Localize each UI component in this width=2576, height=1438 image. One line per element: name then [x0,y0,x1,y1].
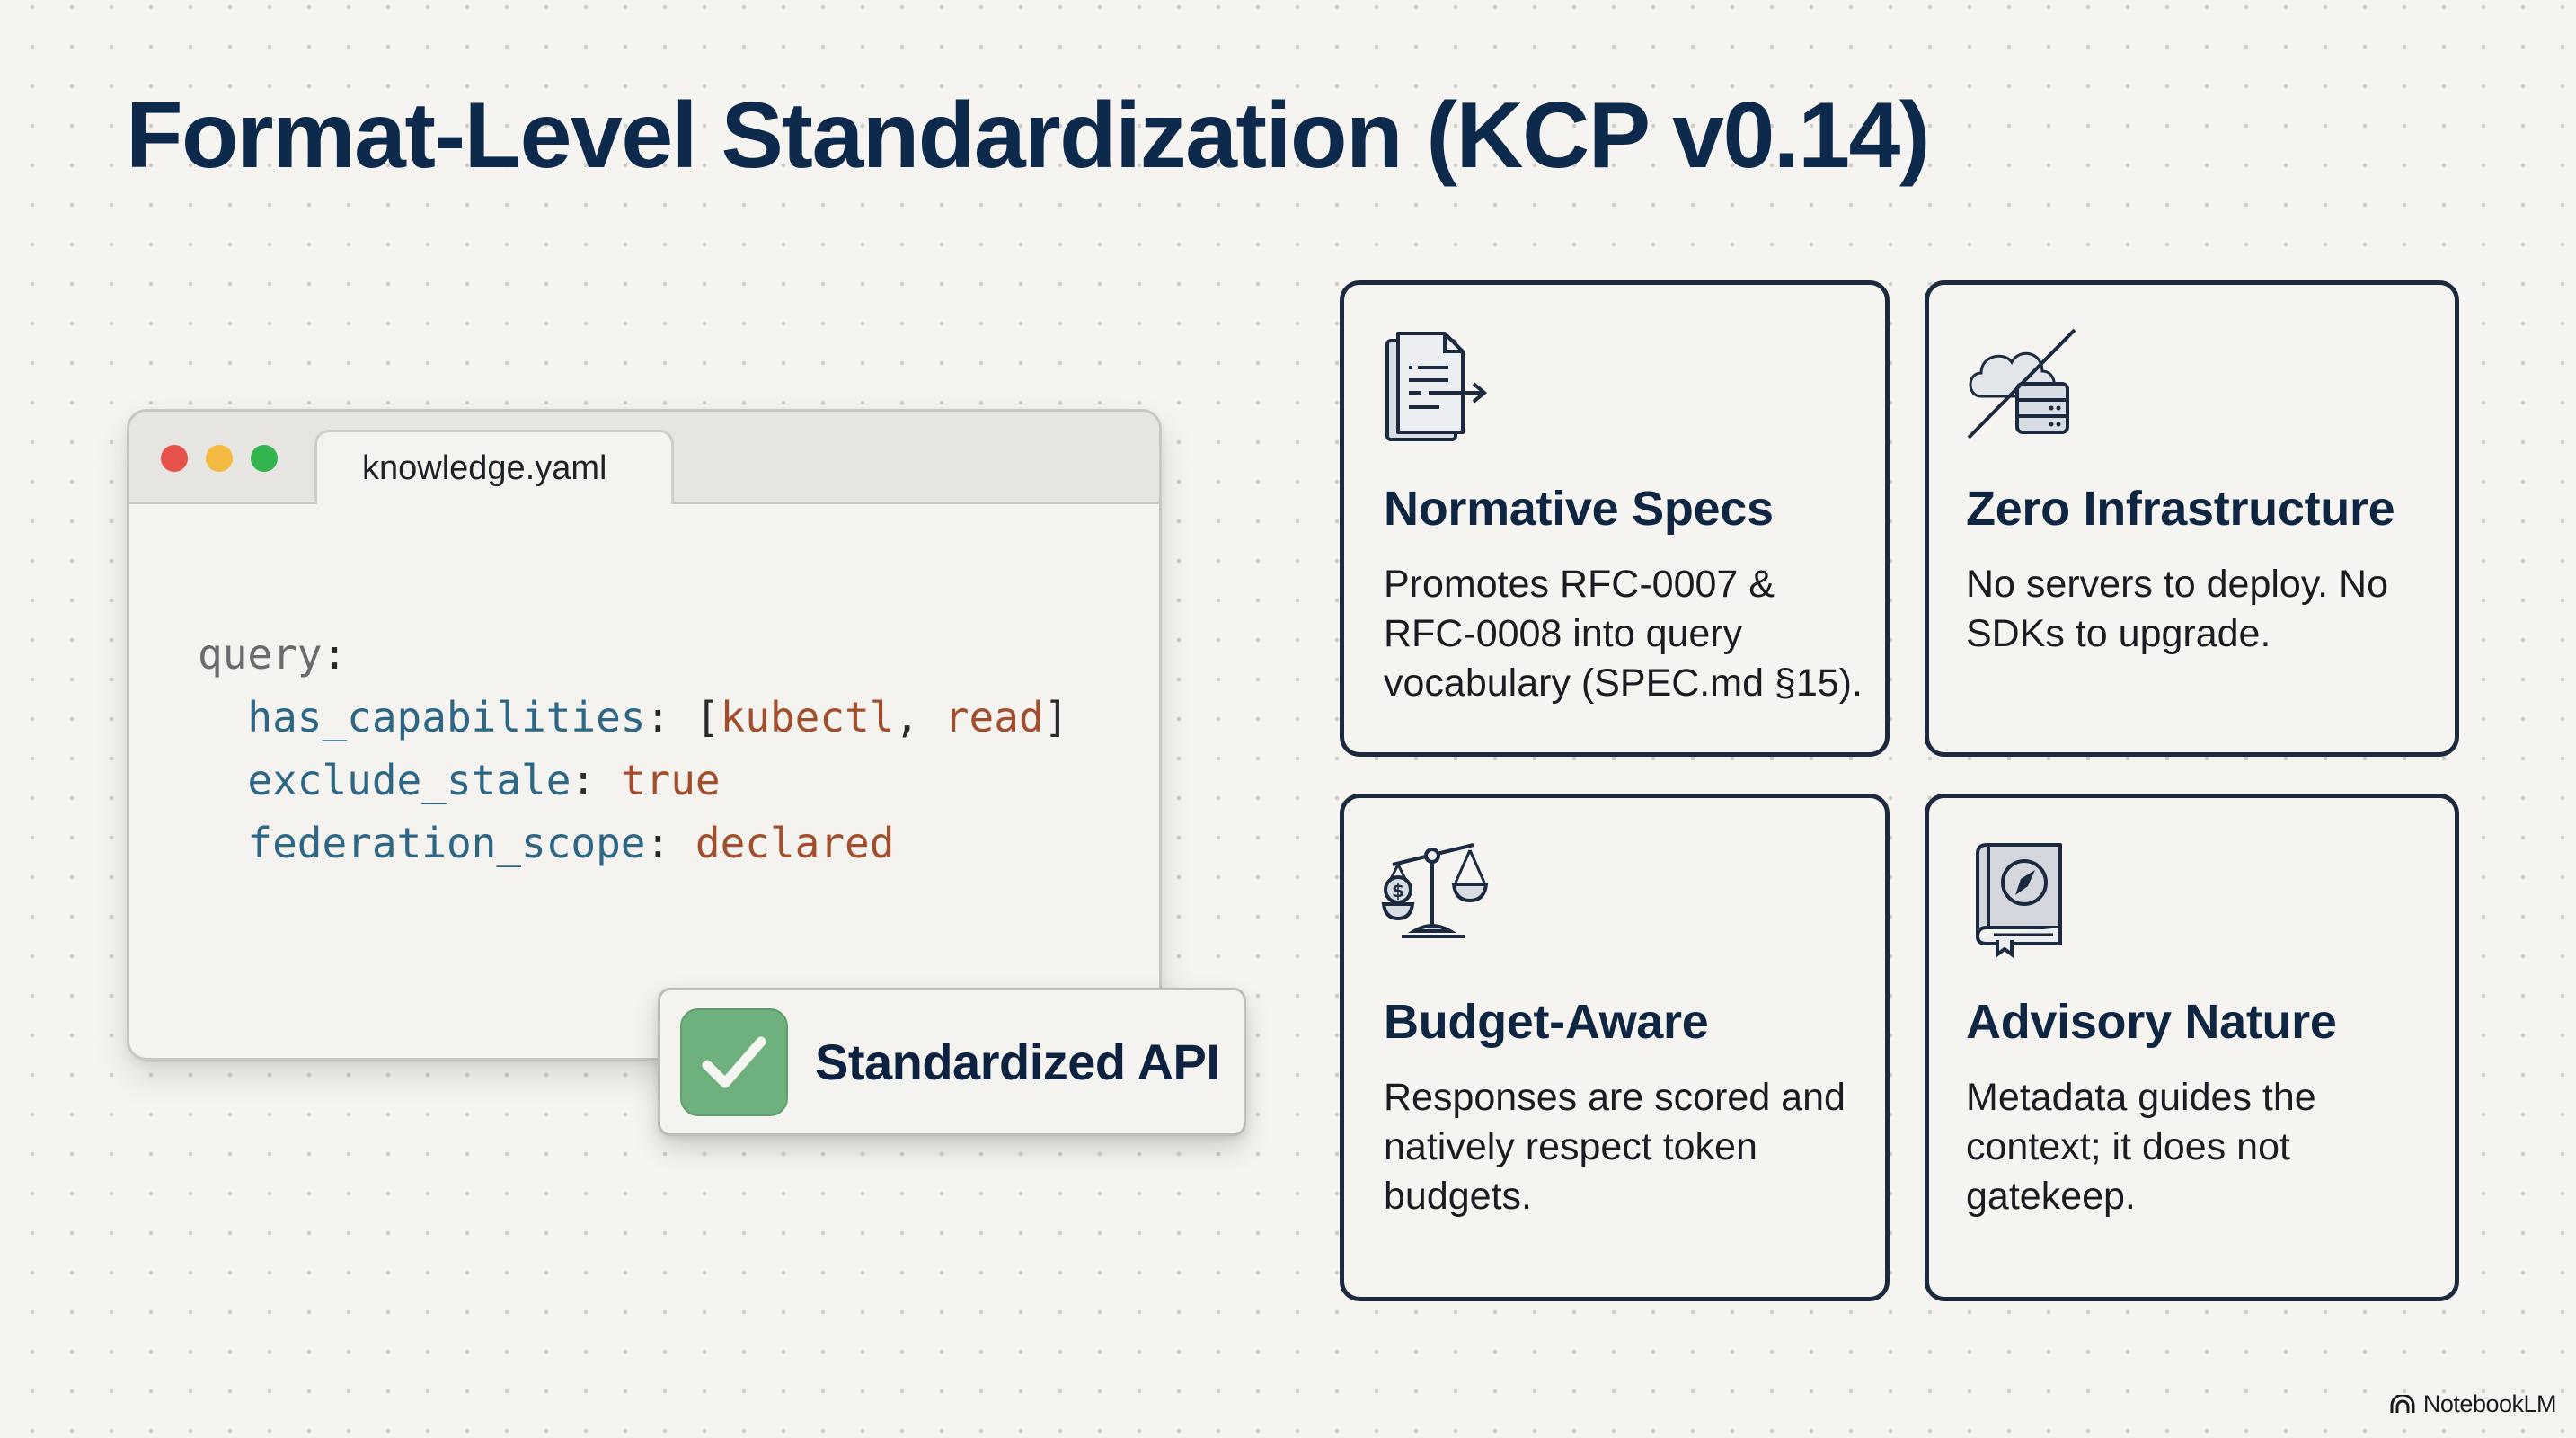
check-icon [680,1007,788,1116]
slide-title: Format-Level Standardization (KCP v0.14) [126,84,1931,188]
code-key: exclude_stale [247,756,571,804]
file-tab-label: knowledge.yaml [362,448,607,487]
watermark-label: NotebookLM [2422,1390,2557,1417]
card-title: Advisory Nature [1966,995,2337,1049]
notebooklm-watermark: NotebookLM [2389,1390,2557,1418]
code-value: declared [695,819,895,867]
card-title: Normative Specs [1384,482,1774,536]
code-key: federation_scope [247,819,646,867]
yaml-code-block: query: has_capabilities: [kubectl, read]… [198,630,1069,867]
code-value: true [620,756,721,804]
code-editor-window: knowledge.yaml query: has_capabilities: … [127,409,1162,1061]
document-arrow-icon [1385,332,1488,441]
card-normative-specs: Normative Specs Promotes RFC-0007 & RFC-… [1340,280,1890,757]
code-value: kubectl [720,693,895,741]
scale-dollar-icon: $ [1381,843,1489,938]
no-cloud-server-icon [1967,328,2076,439]
window-title-bar: knowledge.yaml [129,412,1159,504]
close-window-button[interactable] [161,445,188,472]
badge-label: Standardized API [815,1034,1220,1090]
card-description: Responses are scored and natively respec… [1384,1076,1846,1218]
card-description: Metadata guides the context; it does not… [1966,1076,2316,1218]
book-compass-icon [1976,843,2062,958]
minimize-window-button[interactable] [206,445,233,472]
card-zero-infrastructure: Zero Infrastructure No servers to deploy… [1925,280,2459,757]
card-title: Zero Infrastructure [1966,482,2395,536]
card-description: No servers to deploy. No SDKs to upgrade… [1966,563,2389,655]
card-title: Budget-Aware [1384,995,1709,1049]
file-tab[interactable]: knowledge.yaml [314,430,674,504]
notebooklm-logo-icon [2390,1394,2415,1413]
maximize-window-button[interactable] [251,445,278,472]
code-root-key: query [198,630,323,679]
standardized-api-badge: Standardized API [658,988,1246,1136]
code-value: read [943,693,1044,741]
svg-text:$: $ [1392,880,1404,901]
card-advisory-nature: Advisory Nature Metadata guides the cont… [1925,794,2459,1301]
card-description: Promotes RFC-0007 & RFC-0008 into query … [1384,563,1863,705]
card-budget-aware: $ Budget-Aware Responses are scored and … [1340,794,1890,1301]
code-key: has_capabilities [247,693,646,741]
